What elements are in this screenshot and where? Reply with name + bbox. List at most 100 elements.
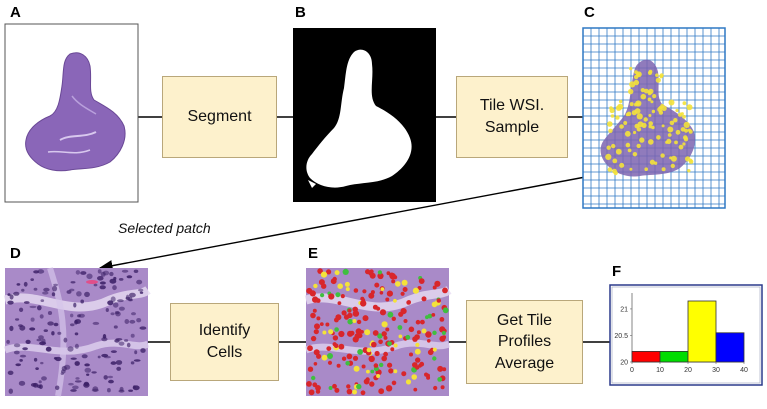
nucleus — [55, 385, 60, 391]
sampled-tile-dot — [633, 130, 637, 135]
nucleus — [91, 371, 97, 374]
nucleus — [97, 269, 102, 274]
sampled-tile-dot — [661, 167, 666, 172]
classified-cell-dot — [398, 334, 403, 339]
classified-cell-dot — [373, 363, 379, 368]
nucleus — [70, 323, 75, 327]
classified-cell-dot — [356, 319, 362, 325]
sampled-tile-dot — [670, 155, 677, 162]
classified-cell-dot — [312, 296, 319, 303]
classified-cell-dot — [390, 347, 395, 352]
classified-cell-dot — [313, 283, 318, 289]
panel-c-tiled — [582, 27, 726, 209]
nucleus — [33, 270, 39, 274]
classified-cell-dot — [391, 380, 397, 386]
nucleus — [103, 375, 108, 380]
red-blood-cell — [86, 280, 98, 284]
x-tick-label: 30 — [712, 367, 720, 374]
classified-cell-dot — [309, 290, 316, 297]
sampled-tile-dot — [627, 148, 632, 153]
classified-cell-dot — [310, 335, 317, 342]
nucleus — [107, 388, 111, 393]
classified-cell-dot — [352, 319, 357, 323]
classified-cell-dot — [437, 365, 444, 372]
nucleus — [13, 291, 20, 296]
classified-cell-dot — [365, 269, 371, 275]
nucleus — [9, 294, 14, 300]
x-tick-label: 40 — [740, 367, 748, 374]
classified-cell-dot — [334, 387, 340, 393]
sampled-tile-dot — [640, 88, 645, 93]
classified-cell-dot — [402, 287, 408, 292]
classified-cell-dot — [387, 362, 393, 368]
classified-cell-dot — [327, 353, 333, 359]
classified-cell-dot — [362, 315, 369, 322]
classified-cell-dot — [442, 287, 448, 294]
y-tick-label: 21 — [620, 306, 628, 313]
classified-cell-dot — [332, 276, 337, 282]
nucleus — [134, 350, 138, 355]
x-tick-label: 10 — [656, 367, 664, 374]
classified-cell-dot — [315, 385, 321, 391]
nucleus — [118, 306, 125, 311]
nucleus — [70, 313, 74, 318]
nucleus — [68, 382, 74, 386]
classified-cell-dot — [352, 355, 359, 361]
panel-b-mask — [293, 28, 436, 202]
nucleus — [63, 337, 68, 343]
sampled-tile-dot — [669, 156, 673, 160]
nucleus — [13, 343, 21, 348]
nucleus — [133, 269, 139, 273]
classified-cell-dot — [326, 346, 332, 351]
classified-cell-dot — [334, 327, 339, 332]
nucleus — [117, 299, 124, 303]
classified-cell-dot — [439, 326, 446, 333]
nucleus — [92, 386, 99, 392]
panel-label-a: A — [10, 4, 21, 21]
nucleus — [107, 300, 114, 306]
classified-cell-dot — [357, 349, 363, 355]
nucleus — [21, 288, 25, 292]
y-tick-label: 20.5 — [614, 333, 628, 340]
nucleus — [133, 359, 141, 362]
nucleus — [118, 278, 124, 281]
sampled-tile-dot — [682, 114, 686, 119]
classified-cell-dot — [376, 374, 381, 378]
nucleus — [84, 367, 92, 373]
sampled-tile-dot — [643, 88, 649, 94]
sampled-tile-dot — [634, 70, 638, 74]
classified-cell-dot — [320, 271, 328, 278]
nucleus — [112, 285, 117, 291]
chart-bar — [631, 350, 661, 363]
nucleus — [110, 361, 117, 365]
tiled-tissue — [600, 59, 696, 177]
classified-cell-dot — [360, 390, 366, 396]
sampled-tile-dot — [678, 144, 684, 150]
classified-cell-dot — [360, 296, 365, 301]
classified-cell-dot — [377, 333, 383, 339]
nucleus — [18, 380, 26, 386]
classified-cell-dot — [340, 294, 345, 299]
nucleus — [9, 325, 14, 332]
classified-cell-dot — [346, 384, 351, 389]
classified-cell-dot — [322, 330, 327, 335]
panel-label-c: C — [584, 4, 595, 21]
classified-cell-dot — [372, 330, 379, 336]
x-tick-label: 0 — [630, 367, 634, 374]
nucleus — [72, 385, 79, 390]
nucleus — [92, 321, 100, 325]
panel-d-patch — [3, 267, 151, 397]
sampled-tile-dot — [683, 121, 690, 128]
classified-cells — [306, 268, 449, 396]
classified-cell-dot — [395, 281, 401, 287]
classified-cell-dot — [385, 385, 393, 392]
classified-cell-dot — [345, 361, 351, 366]
sampled-tile-dot — [610, 114, 615, 118]
nucleus — [99, 281, 106, 285]
classified-cell-dot — [372, 304, 378, 310]
sampled-tile-dot — [665, 140, 669, 144]
nucleus — [138, 288, 144, 292]
classified-cell-dot — [347, 308, 352, 313]
nucleus — [8, 388, 13, 394]
classified-cell-dot — [362, 289, 367, 294]
